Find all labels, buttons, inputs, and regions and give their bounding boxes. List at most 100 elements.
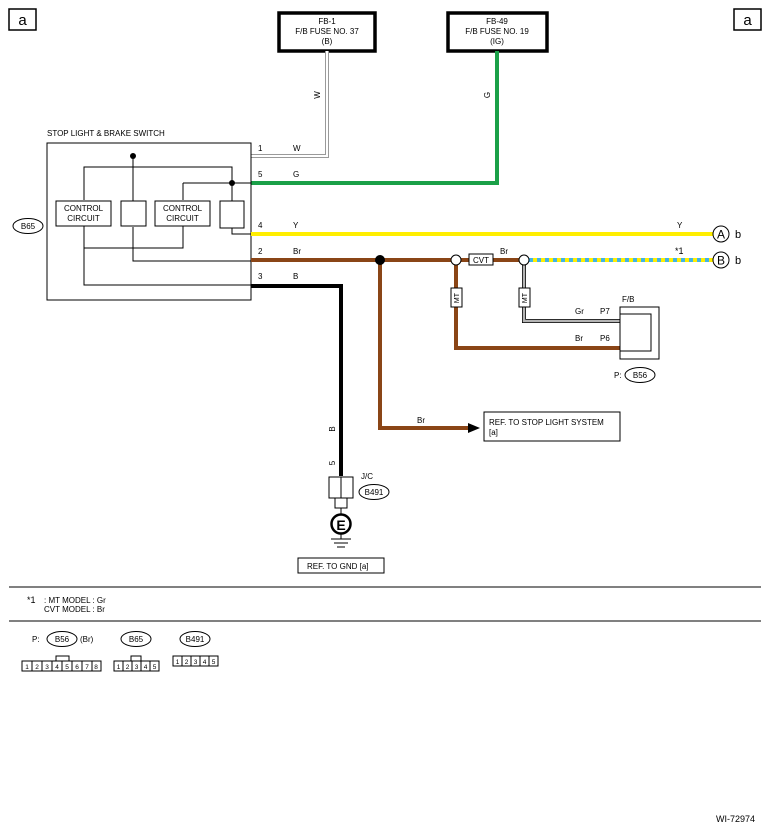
- pin-color: G: [293, 170, 299, 179]
- connector-b491: B491: [358, 484, 390, 500]
- svg-text:1: 1: [25, 664, 29, 671]
- ref-gnd-box: REF. TO GND [a]: [297, 557, 385, 574]
- svg-text:5: 5: [153, 664, 157, 671]
- cvt-block: CVT: [468, 253, 494, 266]
- svg-text:5: 5: [212, 659, 216, 666]
- svg-text:1: 1: [117, 664, 121, 671]
- svg-text:4: 4: [144, 664, 148, 671]
- corner-label-right: a: [733, 8, 762, 31]
- legend-b65-pins: 1 2 3 4 5: [113, 655, 160, 672]
- svg-text:B491: B491: [365, 488, 384, 497]
- pin-number: 2: [258, 247, 263, 256]
- junction-br: [375, 255, 385, 265]
- pin-number: 1: [258, 144, 263, 153]
- svg-text:F/B FUSE NO. 37: F/B FUSE NO. 37: [295, 27, 359, 36]
- notes-marker: *1: [27, 595, 36, 605]
- switch-title: STOP LIGHT & BRAKE SWITCH: [47, 129, 165, 138]
- svg-text:F/B FUSE NO. 19: F/B FUSE NO. 19: [465, 27, 529, 36]
- wire-label-br-right: Br: [500, 247, 508, 256]
- legend-b65-oval: B65: [120, 631, 152, 647]
- fb-connector-prefix: P:: [614, 371, 622, 380]
- svg-text:2: 2: [185, 659, 189, 666]
- svg-text:(B): (B): [322, 37, 333, 46]
- pin-number: 4: [258, 221, 263, 230]
- svg-text:b: b: [735, 255, 741, 267]
- svg-text:FB-1: FB-1: [318, 17, 336, 26]
- connector-b65: B65: [12, 218, 44, 234]
- splice-right: [518, 254, 530, 266]
- svg-text:(IG): (IG): [490, 37, 504, 46]
- svg-text:4: 4: [203, 659, 207, 666]
- svg-text:B65: B65: [129, 635, 144, 644]
- wire-label-b-pin: 5: [328, 460, 337, 465]
- wire-br-mt: [454, 265, 620, 350]
- svg-text:CONTROL: CONTROL: [64, 204, 104, 213]
- fb-br-label: Br: [575, 334, 583, 343]
- star-note-label: *1: [675, 246, 684, 256]
- legend-b56-oval: B56: [46, 631, 78, 647]
- svg-text:MT: MT: [522, 292, 529, 303]
- wire-label-br-ref: Br: [417, 416, 425, 425]
- wire-gr: [522, 265, 620, 323]
- fb-label: F/B: [622, 295, 634, 304]
- svg-text:5: 5: [65, 664, 69, 671]
- pin-number: 5: [258, 170, 263, 179]
- wire-label-w: W: [313, 91, 322, 99]
- svg-text:B56: B56: [633, 371, 648, 380]
- fb-pin-p7: P7: [600, 307, 610, 316]
- svg-text:3: 3: [135, 664, 139, 671]
- legend-b56-color: (Br): [80, 635, 94, 644]
- wire-label-b: B: [328, 426, 337, 431]
- svg-text:B65: B65: [21, 222, 36, 231]
- svg-text:[a]: [a]: [489, 428, 498, 437]
- jc-label: J/C: [361, 472, 373, 481]
- jc-lead: [334, 498, 348, 509]
- svg-text:CIRCUIT: CIRCUIT: [67, 214, 100, 223]
- svg-text:E: E: [336, 517, 345, 533]
- svg-text:MT: MT: [454, 292, 461, 303]
- svg-text:FB-49: FB-49: [486, 17, 508, 26]
- wire-b: [251, 284, 343, 476]
- svg-text:a: a: [18, 12, 27, 29]
- fb-pin-p6: P6: [600, 334, 610, 343]
- connector-b: B b: [712, 251, 741, 269]
- ground-icon: E: [330, 513, 352, 548]
- legend-b56-pins: 1 2 3 4 5 6 7 8: [21, 655, 102, 672]
- notes-line1: : MT MODEL : Gr: [44, 596, 106, 605]
- svg-text:REF. TO STOP LIGHT SYSTEM: REF. TO STOP LIGHT SYSTEM: [489, 418, 604, 427]
- legend-p-prefix: P:: [32, 635, 40, 644]
- switch-contact-1: [120, 200, 147, 227]
- svg-text:7: 7: [85, 664, 89, 671]
- fuse-box-fb1: FB-1 F/B FUSE NO. 37 (B): [277, 11, 377, 53]
- legend-b491-pins: 1 2 3 4 5: [172, 655, 219, 667]
- wire-label-y-right: Y: [677, 221, 683, 230]
- wire-br-ref: [378, 260, 470, 430]
- connector-b56: B56: [624, 367, 656, 383]
- svg-text:2: 2: [126, 664, 130, 671]
- svg-text:3: 3: [194, 659, 198, 666]
- legend-b491-oval: B491: [179, 631, 211, 647]
- switch-internal-wiring: [83, 166, 251, 286]
- switch-contact-2: [219, 200, 245, 229]
- connector-a: A b: [712, 225, 741, 243]
- svg-text:B: B: [717, 254, 725, 268]
- svg-text:CIRCUIT: CIRCUIT: [166, 214, 199, 223]
- svg-text:b: b: [735, 229, 741, 241]
- ref-stop-light-box: REF. TO STOP LIGHT SYSTEM [a]: [483, 411, 621, 442]
- pin-color: B: [293, 272, 298, 281]
- pin-color: Br: [293, 247, 301, 256]
- corner-label-left: a: [8, 8, 37, 31]
- wire-g: [251, 51, 499, 185]
- notes-line2: CVT MODEL : Br: [44, 605, 105, 614]
- pin-number: 3: [258, 272, 263, 281]
- switch-box: [46, 142, 252, 301]
- svg-text:1: 1: [176, 659, 180, 666]
- splice-left: [450, 254, 462, 266]
- pin-color: Y: [293, 221, 299, 230]
- figure-id: WI-72974: [716, 814, 755, 824]
- svg-text:CVT: CVT: [473, 256, 489, 265]
- svg-text:8: 8: [94, 664, 98, 671]
- svg-text:3: 3: [45, 664, 49, 671]
- svg-text:A: A: [717, 228, 725, 242]
